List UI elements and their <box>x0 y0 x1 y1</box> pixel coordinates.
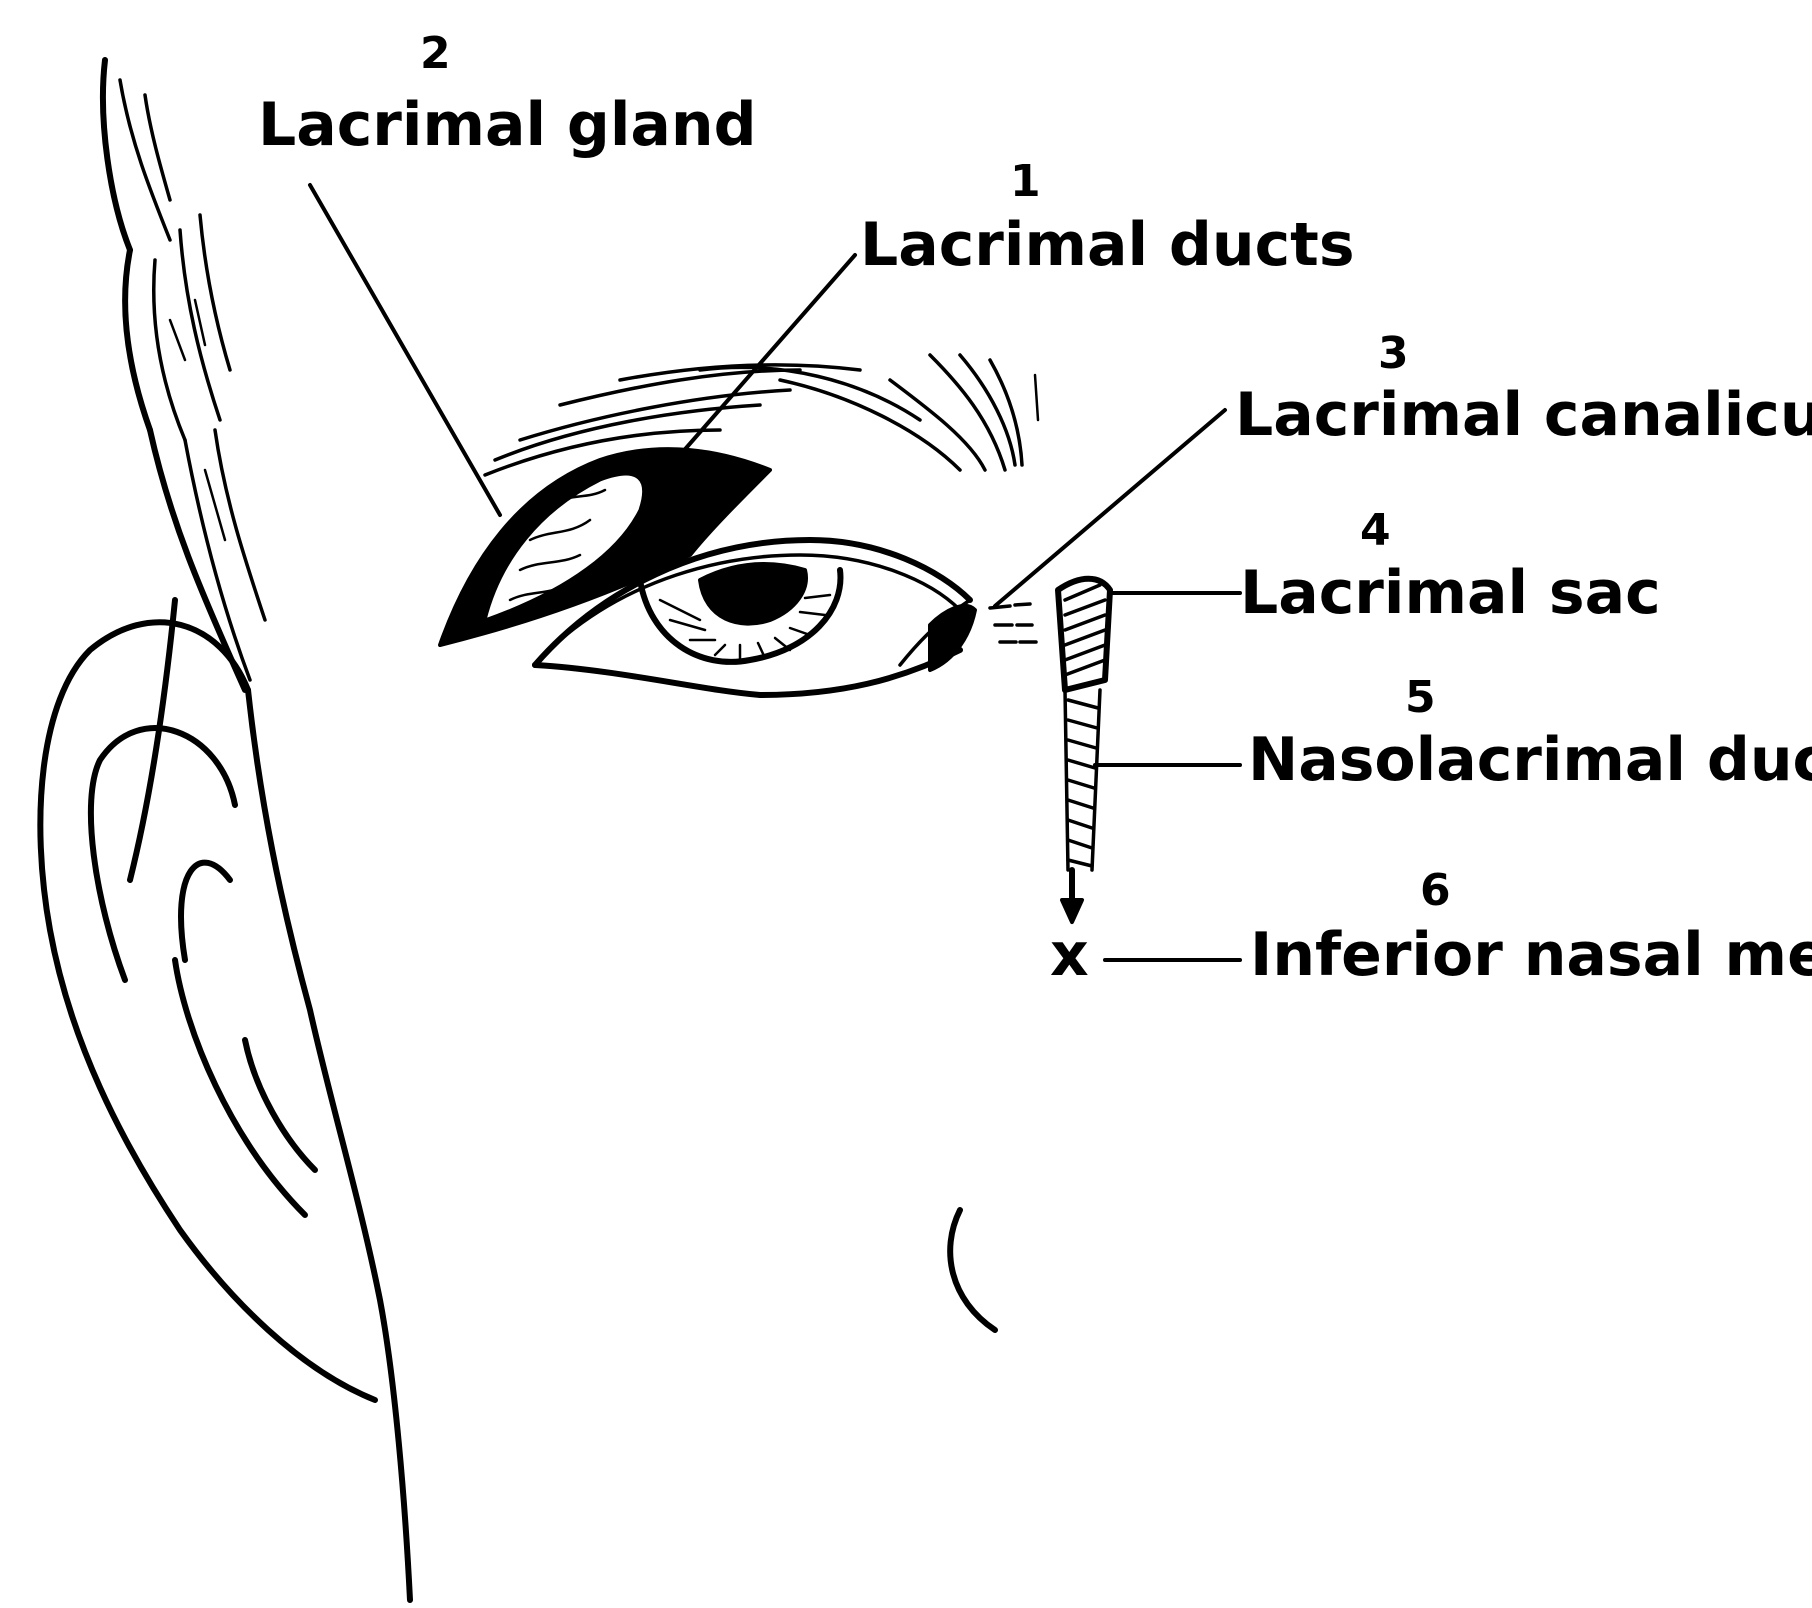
order-marker-2: 2 <box>420 28 451 79</box>
canaliculus-dashes <box>990 604 1036 642</box>
pupil <box>700 564 806 624</box>
label-inferior-nasal-meatus: Inferior nasal meatus <box>1250 920 1812 990</box>
label-nasolacrimal-duct: Nasolacrimal duct <box>1248 725 1812 795</box>
ear-outline <box>40 600 410 1600</box>
x-mark: x <box>1050 920 1089 990</box>
label-lacrimal-ducts: Lacrimal ducts <box>860 210 1355 280</box>
lacrimal-sac-shape <box>1058 579 1110 690</box>
leader-lacrimal-gland <box>310 185 500 515</box>
leader-lacrimal-canaliculus <box>995 410 1225 606</box>
label-lacrimal-gland: Lacrimal gland <box>258 90 757 160</box>
nasolacrimal-duct-shape <box>1062 690 1100 922</box>
hair-strokes <box>103 60 265 690</box>
label-lacrimal-canaliculus: Lacrimal canaliculus <box>1235 380 1812 450</box>
eyebrow <box>485 355 1038 475</box>
label-lacrimal-sac: Lacrimal sac <box>1240 558 1661 628</box>
order-marker-6: 6 <box>1420 865 1451 916</box>
leader-lacrimal-ducts <box>680 255 855 455</box>
labels: Lacrimal gland Lacrimal ducts Lacrimal c… <box>258 90 1812 990</box>
order-marker-4: 4 <box>1360 505 1391 556</box>
face-contour <box>950 1210 995 1330</box>
order-marker-3: 3 <box>1378 328 1409 379</box>
order-marker-5: 5 <box>1405 672 1436 723</box>
order-marker-1: 1 <box>1010 156 1041 207</box>
